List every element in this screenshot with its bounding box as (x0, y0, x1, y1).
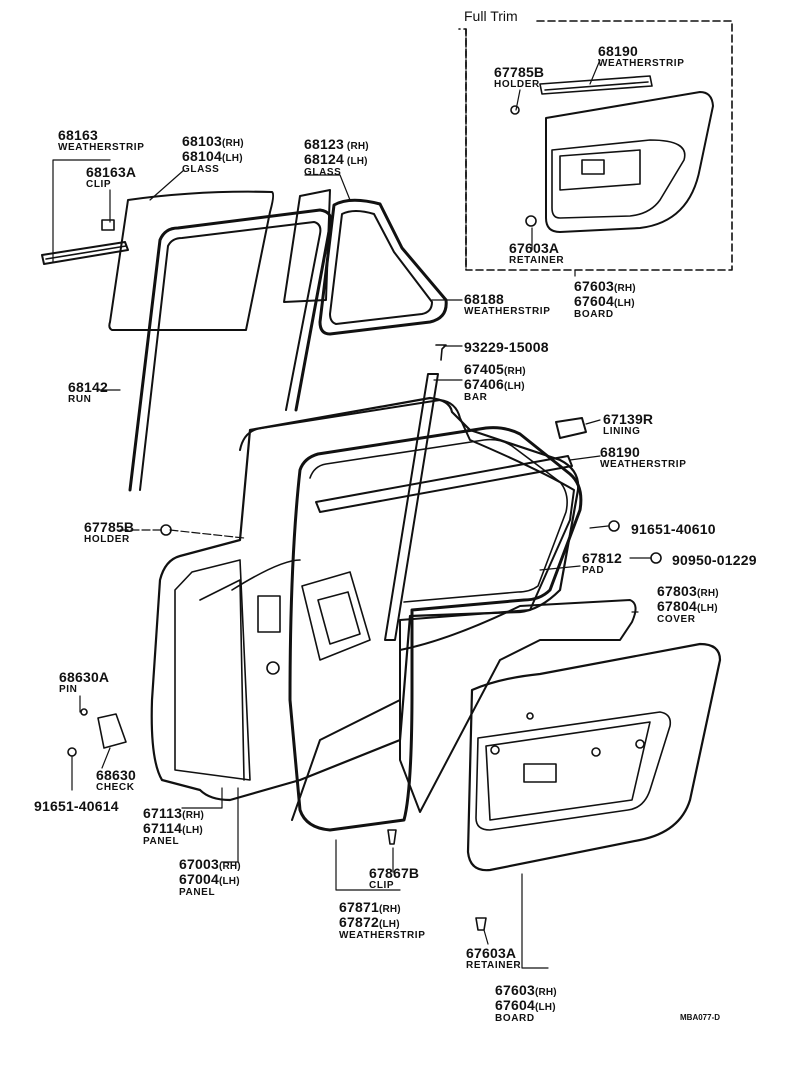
callout-67785B: 67785B HOLDER (84, 519, 135, 545)
lining-67139R (555, 417, 587, 439)
full-trim-title: Full Trim (464, 8, 518, 24)
callout-68163A: 68163A CLIP (86, 164, 137, 190)
callout-91651-40614: 91651-40614 (34, 798, 119, 814)
hardware (67, 520, 662, 931)
callout-68103: 68103(RH) 68104(LH) GLASS (182, 133, 244, 175)
callout-67113: 67113(RH) 67114(LH) PANEL (143, 805, 205, 847)
callout-67785B-top: 67785B HOLDER (494, 64, 545, 90)
clip-90950 (650, 552, 662, 564)
run-68142 (128, 208, 333, 492)
callout-68190-top: 68190 WEATHERSTRIP (598, 43, 685, 69)
callout-68630A: 68630A PIN (59, 669, 110, 695)
callout-67603-top: 67603(RH) 67604(LH) BOARD (574, 278, 636, 320)
callout-68188: 68188 WEATHERSTRIP (464, 291, 551, 317)
callout-68630: 68630 CHECK (96, 767, 136, 793)
callout-67405: 67405(RH) 67406(LH) BAR (464, 361, 526, 403)
glass-68103 (108, 190, 275, 331)
pin-68630A (80, 708, 88, 716)
callout-67803: 67803(RH) 67804(LH) COVER (657, 583, 719, 625)
callout-67139R: 67139R LINING (603, 411, 654, 437)
cover-67803 (399, 599, 637, 813)
glass-68123 (283, 189, 331, 303)
callout-67603A: 67603A RETAINER (466, 945, 522, 971)
callout-68163: 68163 WEATHERSTRIP (58, 127, 145, 153)
callout-68190: 68190 WEATHERSTRIP (600, 444, 687, 470)
weatherstrip-68163 (41, 219, 129, 265)
bolt-91651-40610 (608, 520, 620, 532)
drawing-code: MBA077-D (680, 1013, 721, 1022)
bolt-91651-40614 (67, 747, 77, 757)
callout-68123: 68123 (RH) 68124 (LH) GLASS (304, 136, 369, 178)
screw-93229 (435, 344, 447, 361)
callout-91651-40610: 91651-40610 (631, 521, 716, 537)
weatherstrip-67871 (288, 426, 583, 832)
callout-67603A-top: 67603A RETAINER (509, 240, 565, 266)
callout-67867B: 67867B CLIP (369, 865, 420, 891)
callout-67812: 67812 PAD (582, 550, 622, 576)
bar-67405 (384, 373, 439, 641)
panel-67113 (239, 399, 575, 821)
leader-lines (52, 59, 651, 969)
full-trim-frame (458, 20, 733, 271)
callout-67871: 67871(RH) 67872(LH) WEATHERSTRIP (339, 899, 426, 941)
weatherstrip-68190 (315, 455, 573, 513)
board-inset (510, 75, 714, 233)
callout-67603: 67603(RH) 67604(LH) BOARD (495, 982, 557, 1024)
check-68630 (97, 713, 127, 749)
callout-68142: 68142 RUN (68, 379, 108, 405)
callout-90950: 90950-01229 (672, 552, 757, 568)
board-67603 (466, 642, 722, 872)
retainer-67603A (475, 917, 487, 931)
clip-67867B (387, 829, 397, 845)
callout-67003: 67003(RH) 67004(LH) PANEL (179, 856, 241, 898)
weatherstrip-68188 (318, 198, 448, 336)
callout-93229: 93229-15008 (464, 339, 549, 355)
